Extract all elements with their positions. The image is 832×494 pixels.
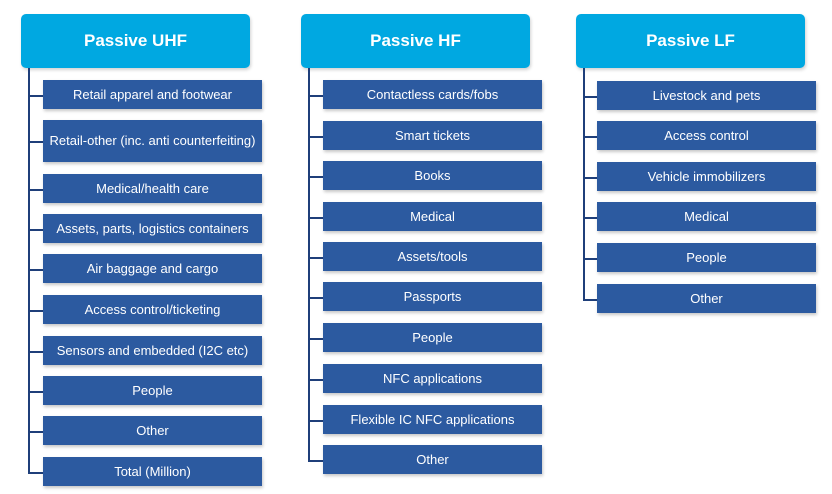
connector-branch <box>308 420 323 422</box>
application-item-smart-tickets: Smart tickets <box>323 121 542 150</box>
application-item-nfc-applications: NFC applications <box>323 364 542 393</box>
application-item-assets-tools: Assets/tools <box>323 242 542 271</box>
connector-branch <box>308 176 323 178</box>
application-item-people: People <box>597 243 816 272</box>
application-item-assets-parts-logistics-containers: Assets, parts, logistics containers <box>43 214 262 243</box>
connector-branch <box>308 136 323 138</box>
connector-branch <box>583 136 597 138</box>
application-item-other: Other <box>597 284 816 313</box>
connector-branch <box>308 460 323 462</box>
connector-trunk <box>308 68 310 461</box>
connector-branch <box>583 177 597 179</box>
application-item-retail-apparel-and-footwear: Retail apparel and footwear <box>43 80 262 109</box>
connector-branch <box>28 391 43 393</box>
application-item-access-control: Access control <box>597 121 816 150</box>
column-header: Passive HF <box>301 14 530 68</box>
connector-branch <box>28 310 43 312</box>
application-item-vehicle-immobilizers: Vehicle immobilizers <box>597 162 816 191</box>
connector-branch <box>308 257 323 259</box>
application-item-total-million: Total (Million) <box>43 457 262 486</box>
connector-branch <box>308 338 323 340</box>
application-item-medical: Medical <box>597 202 816 231</box>
application-item-livestock-and-pets: Livestock and pets <box>597 81 816 110</box>
connector-branch <box>308 379 323 381</box>
application-item-contactless-cards-fobs: Contactless cards/fobs <box>323 80 542 109</box>
application-item-air-baggage-and-cargo: Air baggage and cargo <box>43 254 262 283</box>
connector-branch <box>28 269 43 271</box>
connector-branch <box>583 96 597 98</box>
column-header: Passive LF <box>576 14 805 68</box>
application-item-people: People <box>323 323 542 352</box>
application-item-medical-health-care: Medical/health care <box>43 174 262 203</box>
connector-branch <box>28 431 43 433</box>
application-item-sensors-and-embedded-i2c-etc: Sensors and embedded (I2C etc) <box>43 336 262 365</box>
connector-branch <box>28 351 43 353</box>
application-item-other: Other <box>43 416 262 445</box>
connector-branch <box>28 189 43 191</box>
connector-branch <box>583 217 597 219</box>
application-item-retail-other-inc-anti-counterfeiting: Retail-other (inc. anti counterfeiting) <box>43 120 262 162</box>
column-header: Passive UHF <box>21 14 250 68</box>
application-item-medical: Medical <box>323 202 542 231</box>
connector-branch <box>308 297 323 299</box>
application-item-access-control-ticketing: Access control/ticketing <box>43 295 262 324</box>
connector-branch <box>28 472 43 474</box>
connector-trunk <box>583 68 585 300</box>
connector-branch <box>583 299 597 301</box>
application-item-passports: Passports <box>323 282 542 311</box>
connector-branch <box>28 141 43 143</box>
connector-branch <box>583 258 597 260</box>
connector-branch <box>28 95 43 97</box>
connector-branch <box>28 229 43 231</box>
application-item-other: Other <box>323 445 542 474</box>
connector-branch <box>308 217 323 219</box>
application-item-flexible-ic-nfc-applications: Flexible IC NFC applications <box>323 405 542 434</box>
application-item-books: Books <box>323 161 542 190</box>
connector-branch <box>308 95 323 97</box>
application-item-people: People <box>43 376 262 405</box>
